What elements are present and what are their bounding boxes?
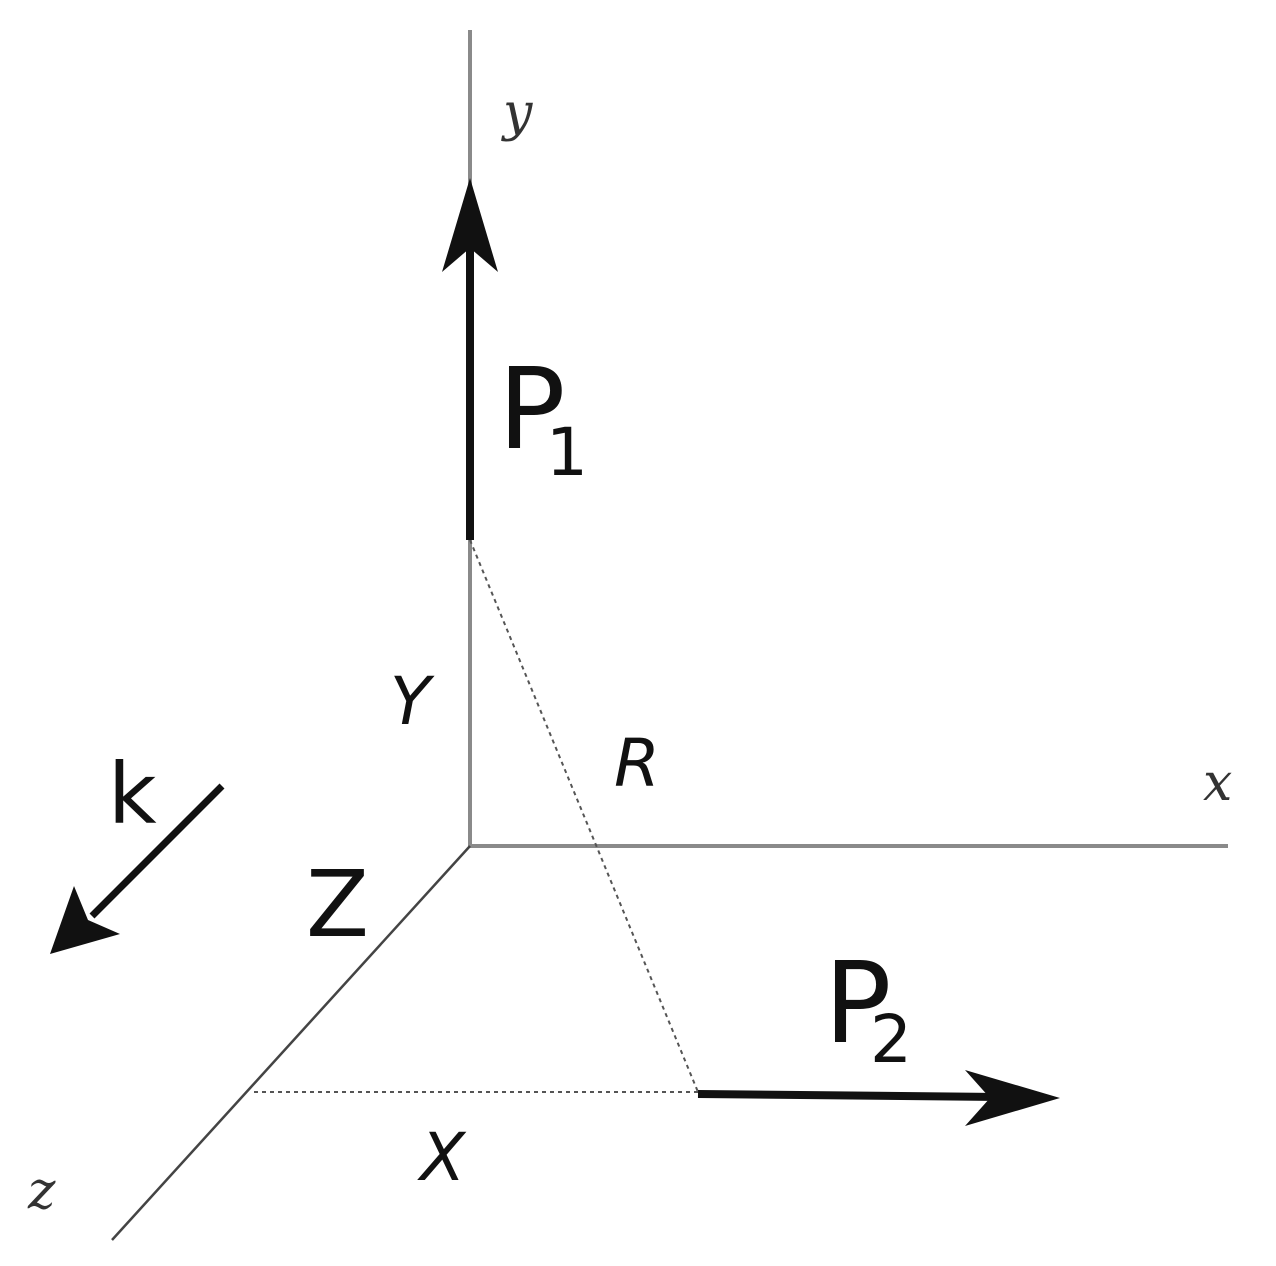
z-axis-label: z [27, 1161, 56, 1221]
p2-arrowhead [965, 1070, 1060, 1126]
k-arrowhead [50, 886, 120, 954]
z-distance-label: Z [306, 851, 369, 958]
z-axis [111, 845, 471, 1241]
p2-label: P [824, 939, 892, 1069]
p1-subscript: 1 [546, 414, 588, 491]
k-vector-shaft [89, 783, 225, 919]
y-axis-label: y [501, 83, 533, 143]
r-dotted-line [469, 539, 699, 1093]
p1-arrowhead [442, 178, 498, 272]
p2-subscript: 2 [870, 1001, 912, 1078]
p1-label: P [498, 345, 566, 475]
p2-vector-shaft [697, 1090, 1001, 1101]
x-axis-label: x [1203, 753, 1232, 813]
y-distance-label: Y [390, 663, 435, 740]
r-distance-label: R [614, 725, 660, 802]
k-label: k [108, 745, 157, 843]
x-distance-label: X [417, 1119, 467, 1196]
